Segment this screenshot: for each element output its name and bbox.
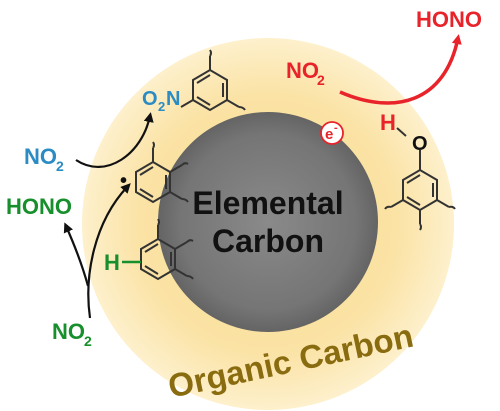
electron-label: e [325,126,333,143]
core-label-line1: Elemental [192,185,343,221]
no2-red-sub: 2 [317,72,325,88]
red-pathway-arrow [339,34,462,105]
nitro-group-sub: 2 [158,99,165,114]
phenol-h: H [380,110,396,135]
phenol-oh-bond [396,127,407,137]
phenol-o: O [412,133,428,155]
radical-dot: • [120,170,127,192]
no2-green-sub: 2 [84,333,92,349]
green-pathway-arrow-branch [63,222,90,287]
radical-ring [135,141,189,204]
electron-circle [320,121,344,145]
nitroaromatic-ring [180,49,246,112]
h-atom-green: H [104,250,120,275]
elemental-carbon-core [158,112,378,332]
green-pathway-arrow-main [87,183,131,319]
no2-blue-label: NO [24,144,57,169]
core-label-line2: Carbon [212,223,324,259]
phenol-ring [384,150,456,231]
electron-sup: - [334,122,338,134]
blue-pathway-arrow [75,112,154,168]
nitro-group-n: N [166,88,180,110]
h-aromatic-ring [140,218,194,281]
hono-red-label: HONO [416,7,482,32]
nitro-group-o: O [142,88,158,110]
no2-blue-sub: 2 [56,158,64,174]
no2-green-label: NO [52,319,85,344]
no2-red-label: NO [286,58,319,83]
hono-green-label: HONO [6,194,72,219]
